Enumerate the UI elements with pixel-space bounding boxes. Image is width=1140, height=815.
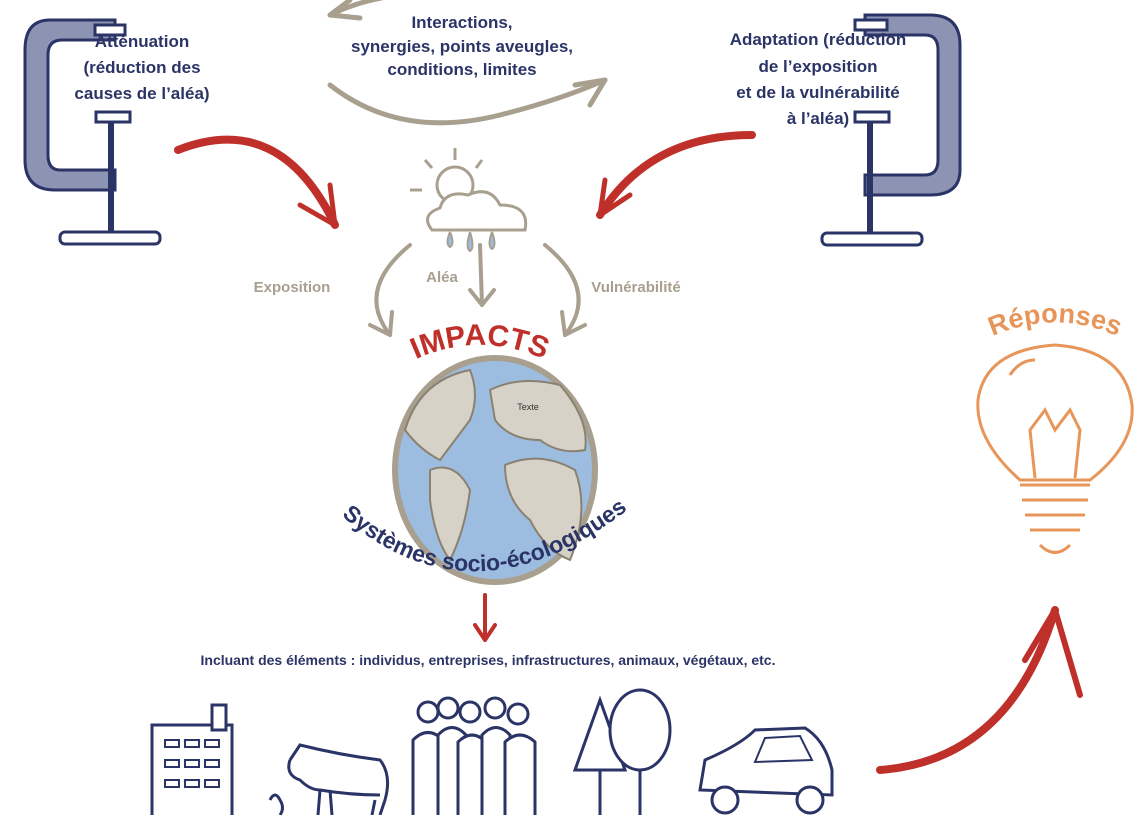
factor-arrows bbox=[368, 243, 587, 337]
arrow-responses-icon bbox=[876, 606, 1059, 774]
adaptation-text: Adaptation (réduction de l’exposition et… bbox=[730, 30, 907, 128]
responses-text: Réponses bbox=[984, 298, 1126, 341]
red-arrows bbox=[174, 131, 1083, 774]
adaptation-line-1: Adaptation (réduction bbox=[730, 30, 907, 49]
car-icon bbox=[698, 726, 834, 815]
including-text: Incluant des éléments : individus, entre… bbox=[201, 652, 776, 668]
label-exposition: Exposition bbox=[254, 279, 331, 296]
globe-icon bbox=[392, 355, 598, 585]
attenuation-text: Atténuation (réduction des causes de l’a… bbox=[74, 32, 209, 103]
trees-icon bbox=[572, 688, 672, 815]
cycle-text: Interactions, synergies, points aveugles… bbox=[351, 13, 573, 79]
building-icon bbox=[150, 703, 234, 815]
cow-icon bbox=[268, 743, 390, 815]
adaptation-line-3: et de la vulnérabilité bbox=[736, 83, 899, 102]
people-icon bbox=[411, 696, 537, 815]
cycle-line-2: synergies, points aveugles, bbox=[351, 37, 573, 56]
arrow-attenuation-icon bbox=[174, 135, 339, 229]
clamp-left-icon bbox=[23, 18, 162, 246]
attenuation-line-3: causes de l’aléa) bbox=[74, 84, 209, 103]
weather-icon bbox=[410, 148, 528, 253]
label-alea: Aléa bbox=[426, 269, 458, 286]
clamp-right-icon bbox=[820, 13, 962, 247]
arrow-down-icon bbox=[473, 593, 497, 642]
cycle-arrows bbox=[327, 0, 608, 126]
lightbulb-icon bbox=[976, 343, 1134, 554]
globe-label: Texte bbox=[517, 402, 539, 412]
cycle-line-3: conditions, limites bbox=[387, 60, 536, 79]
adaptation-line-2: de l’exposition bbox=[758, 57, 877, 76]
arrow-adaptation-icon bbox=[596, 131, 756, 219]
label-vulnerabilite: Vulnérabilité bbox=[591, 279, 680, 296]
attenuation-line-1: Atténuation bbox=[95, 32, 189, 51]
attenuation-line-2: (réduction des bbox=[83, 58, 200, 77]
responses-title: Réponses bbox=[984, 298, 1126, 341]
cycle-line-1: Interactions, bbox=[411, 13, 512, 32]
adaptation-line-4: à l’aléa) bbox=[787, 109, 849, 128]
